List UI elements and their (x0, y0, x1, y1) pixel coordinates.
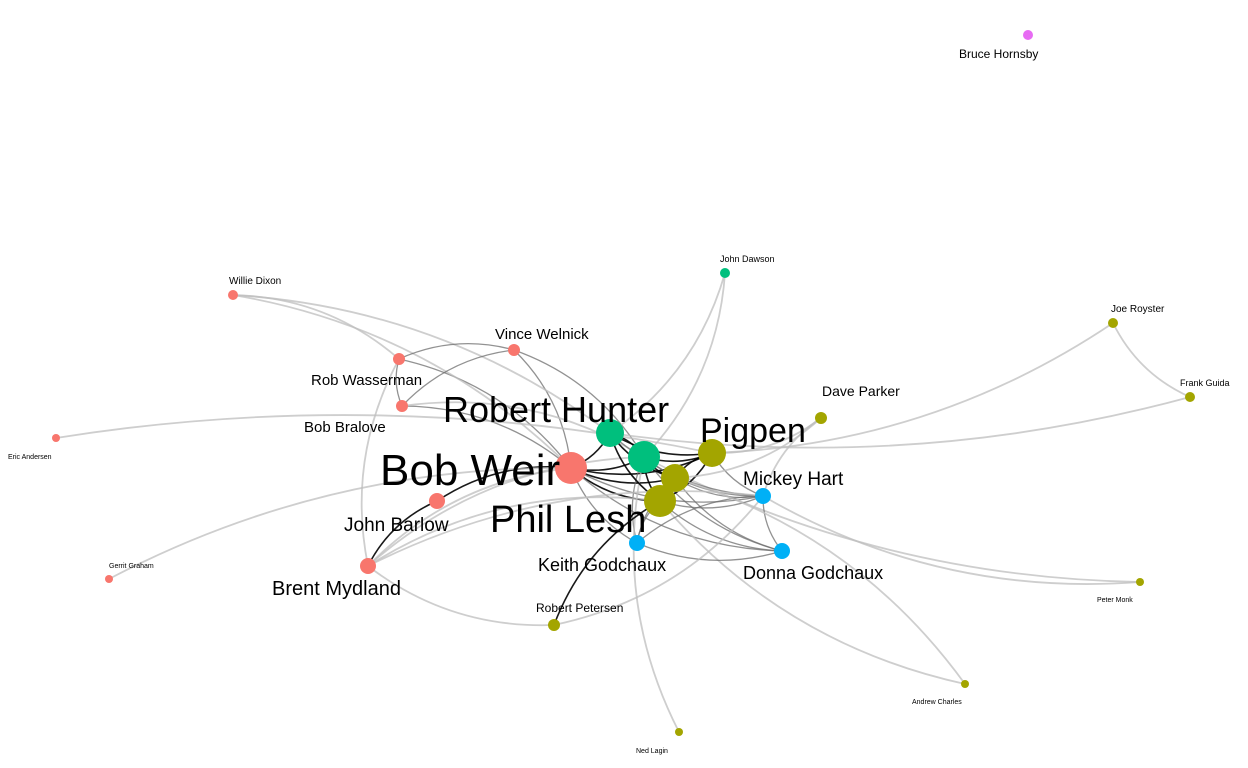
node-rob-wasserman (393, 353, 405, 365)
node-willie-dixon (228, 290, 238, 300)
node-layer (52, 30, 1195, 736)
edge-joe_royster-frank_guida (1112, 322, 1191, 398)
node-bill-kreutzmann (661, 464, 689, 492)
edge-rob_wasserman-brent_mydland (360, 358, 400, 567)
node-andrew-charles (961, 680, 969, 688)
edge-robert_hunter-frank_guida (609, 396, 1191, 449)
edge-andrew_charles-bill_kreutzmann (674, 477, 966, 685)
edge-phil_lesh-brent_mydland (367, 496, 661, 567)
label-vince-welnick: Vince Welnick (495, 326, 589, 343)
label-willie-dixon: Willie Dixon (229, 276, 281, 287)
node-keith-godchaux (629, 535, 645, 551)
node-robert-hunter (596, 419, 624, 447)
edge-mickey_hart-peter_monk (762, 495, 1141, 585)
label-gerrit-graham: Gerrit Graham (109, 563, 154, 570)
edge-bob_weir-willie_dixon (232, 294, 572, 469)
label-donna-godchaux: Donna Godchaux (743, 563, 883, 583)
edge-brent_mydland-robert_petersen (367, 565, 555, 627)
label-robert-hunter: Robert Hunter (443, 389, 669, 430)
edge-robert_hunter-john_dawson (609, 272, 726, 434)
edge-mickey_hart-keith_godchaux (636, 495, 764, 544)
edge-jerry_garcia-vince_welnick (513, 349, 645, 458)
node-jerry-garcia (628, 441, 660, 473)
edge-phil_lesh-andrew_charles (659, 500, 966, 685)
edge-vince_welnick-rob_wasserman (398, 343, 515, 360)
label-dave-parker: Dave Parker (822, 383, 900, 399)
edge-mickey_hart-brent_mydland (367, 490, 764, 567)
label-andrew-charles: Andrew Charles (912, 699, 962, 706)
label-john-dawson: John Dawson (720, 254, 775, 264)
node-bruce-hornsby (1023, 30, 1033, 40)
node-ned-lagin (675, 728, 683, 736)
edge-robert_petersen-mickey_hart (553, 495, 764, 626)
node-vince-welnick (508, 344, 520, 356)
node-dave-parker (815, 412, 827, 424)
edge-bob_weir-donna_godchaux (570, 467, 783, 552)
label-pigpen: Pigpen (700, 412, 806, 450)
node-donna-godchaux (774, 543, 790, 559)
edge-bob_weir-rob_wasserman (398, 358, 572, 469)
label-mickey-hart: Mickey Hart (743, 469, 844, 490)
node-eric-andersen (52, 434, 60, 442)
edge-jerry_garcia-john_dawson (643, 272, 726, 458)
edge-jerry_garcia-brent_mydland (367, 456, 645, 567)
edge-bill_kreutzmann-donna_godchaux (674, 477, 783, 552)
edge-dave_parker-mickey_hart (762, 417, 822, 497)
label-peter-monk: Peter Monk (1097, 597, 1133, 604)
label-bruce-hornsby: Bruce Hornsby (959, 47, 1038, 61)
label-bob-weir: Bob Weir (380, 446, 560, 495)
node-bob-bralove (396, 400, 408, 412)
label-bob-bralove: Bob Bralove (304, 419, 386, 436)
edge-john_barlow-brent_mydland (367, 500, 438, 567)
label-rob-wasserman: Rob Wasserman (311, 372, 422, 389)
edge-layer (55, 272, 1191, 733)
label-ned-lagin: Ned Lagin (636, 748, 668, 755)
label-john-barlow: John Barlow (344, 515, 449, 536)
edge-bob_weir-gerrit_graham (108, 467, 572, 580)
node-bob-weir (555, 452, 587, 484)
node-pigpen (698, 439, 726, 467)
edge-rob_wasserman-willie_dixon (232, 294, 400, 360)
edge-vince_welnick-bob_bralove (401, 349, 515, 407)
label-brent-mydland: Brent Mydland (272, 578, 401, 600)
node-brent-mydland (360, 558, 376, 574)
edge-keith_godchaux-donna_godchaux (636, 542, 783, 561)
label-phil-lesh: Phil Lesh (490, 499, 646, 541)
node-john-barlow (429, 493, 445, 509)
edge-robert_hunter-willie_dixon (232, 294, 611, 434)
label-frank-guida: Frank Guida (1180, 378, 1230, 388)
edge-jerry_garcia-peter_monk (643, 456, 1141, 583)
label-keith-godchaux: Keith Godchaux (538, 555, 666, 575)
node-gerrit-graham (105, 575, 113, 583)
node-peter-monk (1136, 578, 1144, 586)
edge-phil_lesh-robert_petersen (553, 500, 661, 626)
node-john-dawson (720, 268, 730, 278)
edge-bob_weir-john_barlow (436, 466, 572, 502)
node-mickey-hart (755, 488, 771, 504)
label-joe-royster: Joe Royster (1111, 304, 1165, 315)
node-joe-royster (1108, 318, 1118, 328)
node-robert-petersen (548, 619, 560, 631)
label-eric-andersen: Eric Andersen (8, 454, 52, 461)
node-frank-guida (1185, 392, 1195, 402)
edge-pigpen-joe_royster (711, 322, 1114, 454)
node-phil-lesh (644, 485, 676, 517)
label-robert-petersen: Robert Petersen (536, 601, 623, 615)
